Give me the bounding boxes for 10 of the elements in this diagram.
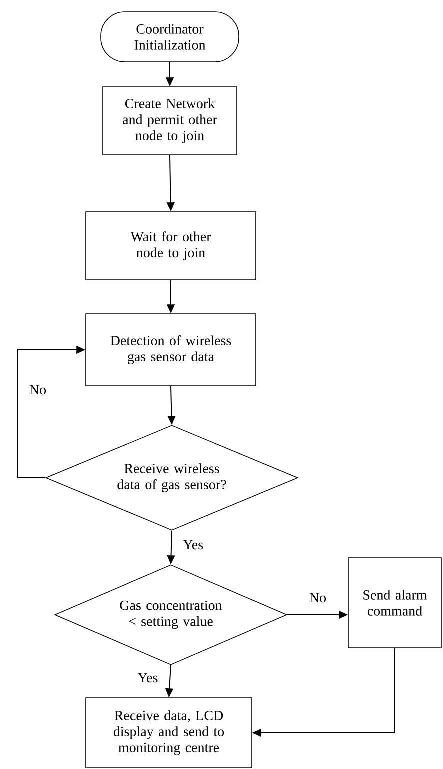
edge-label: Yes (182, 539, 205, 551)
edge-label: Yes (136, 672, 160, 684)
edge-label: No (308, 592, 328, 604)
edge-label: No (28, 384, 48, 396)
process-box: Detection of wireless gas sensor data (86, 314, 256, 386)
process-box: Create Network and permit other node to join (102, 86, 238, 156)
start-terminal: Coordinator Initialization (100, 12, 240, 62)
process-box: Wait for other node to join (86, 212, 256, 280)
process-box: Send alarm command (348, 558, 442, 648)
process-box: Receive data, LCD display and send to monitoring centre (86, 698, 252, 768)
